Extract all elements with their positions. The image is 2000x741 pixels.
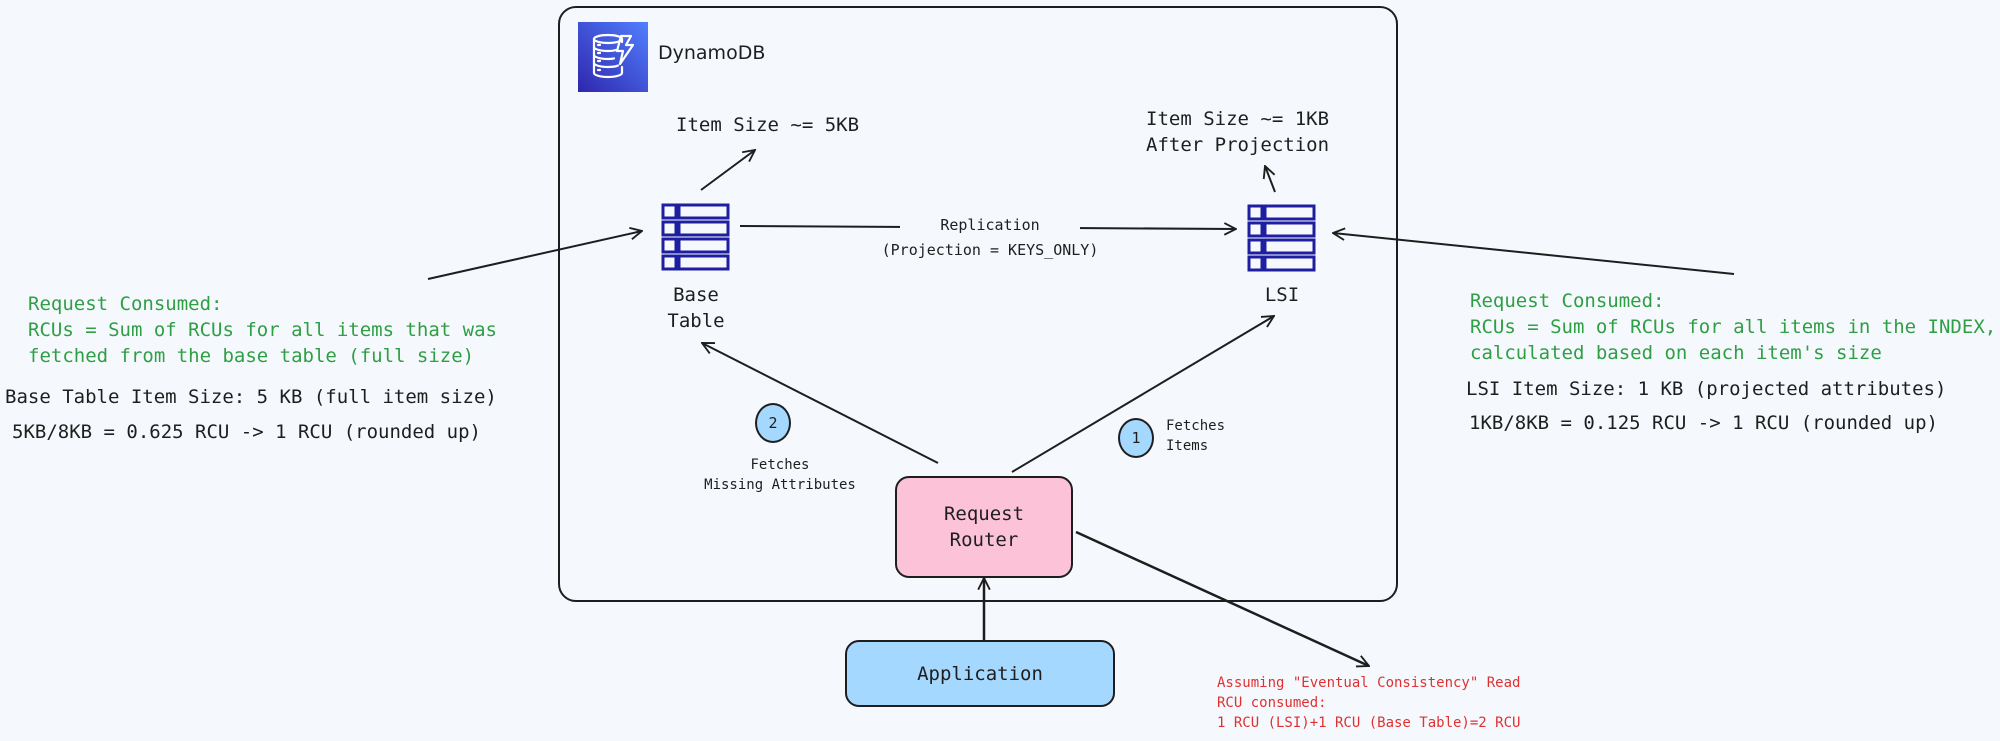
request-router-box[interactable]: Request Router <box>895 476 1073 578</box>
right-calc-line: 1KB/8KB = 0.125 RCU -> 1 RCU (rounded up… <box>1469 412 1938 434</box>
left-note-title: Request Consumed: <box>28 293 223 315</box>
fetch-missing-label: Fetches Missing Attributes <box>704 457 856 493</box>
arrow-left-note-to-base <box>427 231 642 280</box>
arrow-router-to-lsi <box>1011 316 1274 473</box>
arrow-router-to-base <box>702 343 939 464</box>
replication-label: Replication <box>900 215 1080 235</box>
arrow-base-to-size <box>700 150 755 191</box>
request-router-label: Request Router <box>943 503 1025 551</box>
lsi-icon[interactable] <box>1247 204 1317 274</box>
step-2-badge: 2 <box>755 403 791 443</box>
dynamodb-container <box>558 6 1398 602</box>
arrow-lsi-to-size <box>1265 166 1276 193</box>
summary-line-1: Assuming "Eventual Consistency" Read <box>1217 675 1521 691</box>
replication-projection-label: (Projection = KEYS_ONLY) <box>881 241 1099 259</box>
right-note-title: Request Consumed: <box>1470 290 1665 312</box>
application-box[interactable]: Application <box>845 640 1115 707</box>
lsi-size-annotation: Item Size ~= 1KB After Projection <box>1146 108 1330 156</box>
left-calc-line: 5KB/8KB = 0.625 RCU -> 1 RCU (rounded up… <box>12 421 481 443</box>
lsi-label: LSI <box>1264 284 1300 306</box>
fetch-items-label: Fetches Items <box>1166 418 1226 454</box>
summary-line-3: 1 RCU (LSI)+1 RCU (Base Table)=2 RCU <box>1217 715 1521 731</box>
dynamodb-label: DynamoDB <box>658 42 766 64</box>
base-table-size-annotation: Item Size ~= 5KB <box>676 114 860 136</box>
arrow-router-to-summary <box>1075 530 1369 666</box>
base-table-label: Base Table <box>667 284 725 332</box>
right-rcu-note: Request Consumed: RCUs = Sum of RCUs for… <box>1470 288 1996 366</box>
left-note-body: RCUs = Sum of RCUs for all items that wa… <box>28 319 497 367</box>
application-label: Application <box>917 662 1043 685</box>
left-size-line: Base Table Item Size: 5 KB (full item si… <box>5 386 497 408</box>
summary-line-2: RCU consumed: <box>1217 695 1327 711</box>
arrow-right-note-to-lsi <box>1333 233 1735 275</box>
step-1-badge: 1 <box>1118 418 1154 458</box>
dynamodb-icon <box>578 22 648 92</box>
summary-note: Assuming "Eventual Consistency" Read RCU… <box>1217 673 1520 733</box>
right-note-body: RCUs = Sum of RCUs for all items in the … <box>1470 316 1997 364</box>
left-rcu-note: Request Consumed: RCUs = Sum of RCUs for… <box>28 291 497 369</box>
base-table-icon[interactable] <box>661 203 731 273</box>
right-size-line: LSI Item Size: 1 KB (projected attribute… <box>1466 378 1947 400</box>
